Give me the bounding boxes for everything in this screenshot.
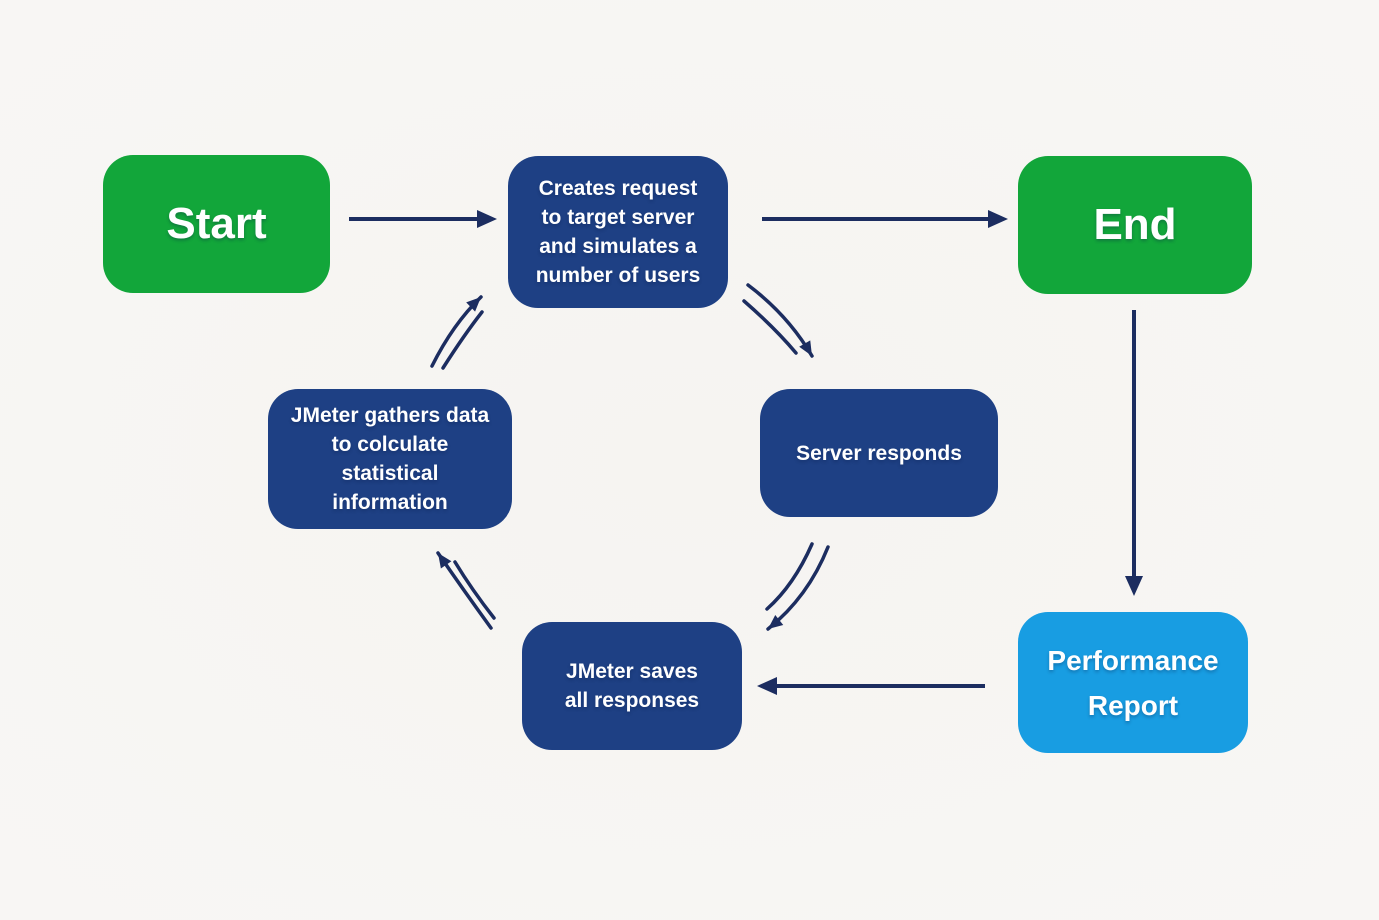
arrow-jmeter-saves-to-jmeter-gathers: [436, 551, 496, 630]
node-jmeter-gathers-label: statistical: [341, 462, 439, 485]
arrow-head: [1125, 576, 1143, 596]
arrow-head: [757, 677, 777, 695]
arrow-start-to-creates-request: [349, 210, 497, 228]
node-creates-request-label: Creates request: [538, 177, 698, 200]
node-server-responds: Server responds: [760, 389, 998, 517]
node-end: End: [1018, 156, 1252, 294]
node-jmeter-saves: JMeter saves all responses: [522, 622, 742, 750]
arrow-curve-outer: [430, 295, 483, 368]
node-creates-request: Creates request to target server and sim…: [508, 156, 728, 308]
node-jmeter-gathers-label: JMeter gathers data: [290, 404, 490, 427]
arrow-curve-inner: [453, 560, 496, 620]
node-jmeter-gathers-label: to colculate: [331, 433, 449, 456]
arrow-curve-outer: [746, 283, 814, 358]
arrow-head: [477, 210, 497, 228]
arrow-curve-inner: [765, 542, 814, 611]
node-performance-report-label: Report: [1087, 689, 1179, 721]
arrow-end-to-performance-report: [1125, 310, 1143, 596]
arrow-curve-inner: [742, 299, 798, 355]
arrow-curve-outer: [766, 545, 830, 631]
node-start: Start: [103, 155, 330, 293]
arrow-jmeter-gathers-to-creates-request: [430, 295, 484, 370]
node-creates-request-label: to target server: [541, 206, 695, 229]
node-jmeter-gathers-label: information: [332, 491, 448, 514]
arrow-head: [988, 210, 1008, 228]
node-performance-report-label: Performance: [1047, 644, 1219, 676]
arrow-curve-inner: [441, 310, 484, 370]
node-jmeter-gathers: JMeter gathers data to colculate statist…: [268, 389, 512, 529]
node-server-responds-label: Server responds: [796, 441, 962, 465]
arrow-server-responds-to-jmeter-saves: [765, 542, 830, 631]
node-creates-request-label: and simulates a: [539, 235, 697, 258]
node-jmeter-saves-label: all responses: [564, 689, 700, 712]
arrow-curve-outer: [436, 551, 493, 630]
node-performance-report: Performance Report: [1018, 612, 1248, 753]
arrow-performance-report-to-jmeter-saves: [757, 677, 985, 695]
arrow-creates-request-to-end: [762, 210, 1008, 228]
arrow-creates-request-to-server-responds: [742, 283, 814, 358]
node-jmeter-saves-label: JMeter saves: [566, 660, 698, 683]
node-creates-request-label: number of users: [535, 264, 701, 287]
node-end-label: End: [1093, 199, 1177, 249]
node-start-label: Start: [166, 198, 267, 248]
